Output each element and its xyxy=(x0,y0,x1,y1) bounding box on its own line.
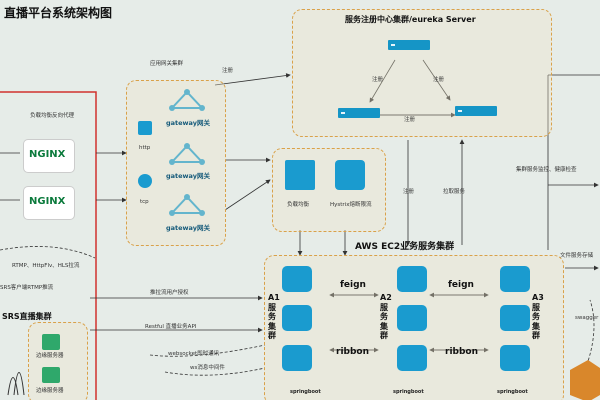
swagger-hex-icon xyxy=(570,360,600,400)
eureka-title: 服务注册中心集群/eureka Server xyxy=(345,15,476,24)
hystrix-icon xyxy=(335,160,365,190)
eureka-server-left-icon xyxy=(338,108,380,118)
feign-label-1: feign xyxy=(340,280,366,290)
eureka-server-right-icon xyxy=(455,106,497,116)
gateway-register-label: 注册 xyxy=(222,68,234,74)
link-pull: 拉取服务 xyxy=(443,189,466,195)
link-websocket: websocket即时通讯 xyxy=(168,351,220,357)
srs-title: SRS直播集群 xyxy=(2,312,52,321)
a3-cloud-icon-3 xyxy=(500,345,530,371)
tcp-gear-icon xyxy=(138,174,152,188)
nginx-bottom-logo: NGINX xyxy=(24,187,74,219)
springboot-label-3: springboot xyxy=(497,389,528,395)
aws-title: AWS EC2业务服务集群 xyxy=(355,242,455,252)
link-push: SRS客户端RTMP推流 xyxy=(0,285,54,291)
link-restful: Restful 直播业务API xyxy=(145,324,197,330)
tcp-label: tcp xyxy=(140,199,149,205)
a2-label: A2服务集群 xyxy=(380,293,392,341)
lb-small-label: 负载均衡 xyxy=(287,202,310,208)
springboot-label-2: springboot xyxy=(393,389,424,395)
a2-cloud-icon-1 xyxy=(397,266,427,292)
link-file-storage: 文件服务存储 xyxy=(560,253,594,259)
eureka-register-right: 注册 xyxy=(433,77,445,83)
a1-cloud-icon-1 xyxy=(282,266,312,292)
eureka-cluster-box xyxy=(292,9,552,137)
eureka-register-left: 注册 xyxy=(372,77,384,83)
feign-label-2: feign xyxy=(448,280,474,290)
a3-cloud-icon-1 xyxy=(500,266,530,292)
http-label: http xyxy=(139,145,151,151)
a2-cloud-icon-2 xyxy=(397,305,427,331)
gateway-cluster-label: 应用网关集群 xyxy=(150,61,184,67)
link-register: 注册 xyxy=(403,189,415,195)
edge-server-icon-1 xyxy=(42,334,60,350)
gateway-name-2: gateway网关 xyxy=(166,172,210,180)
page-title: 直播平台系统架构图 xyxy=(4,6,113,20)
link-swagger: swagger xyxy=(575,315,599,321)
a1-cloud-icon-2 xyxy=(282,305,312,331)
a3-cloud-icon-2 xyxy=(500,305,530,331)
a3-label: A3服务集群 xyxy=(532,293,544,341)
gateway-cluster-box xyxy=(126,80,226,246)
eureka-register-bottom: 注册 xyxy=(404,117,416,123)
link-cluster-monitor: 集群服务监控、健康检查 xyxy=(516,167,577,173)
link-auth: 推拉流用户授权 xyxy=(150,290,189,296)
nginx-top-logo: NGINX xyxy=(24,140,74,172)
edge-server-icon-2 xyxy=(42,367,60,383)
springboot-label-1: springboot xyxy=(290,389,321,395)
a1-label: A1服务集群 xyxy=(268,293,280,341)
http-gear-icon xyxy=(138,121,152,135)
red-frame xyxy=(0,91,97,400)
a2-cloud-icon-3 xyxy=(397,345,427,371)
hystrix-label: Hystrix熔断限流 xyxy=(330,202,372,208)
gateway-name-3: gateway网关 xyxy=(166,224,210,232)
a1-cloud-icon-3 xyxy=(282,345,312,371)
link-mq: ws消息中间件 xyxy=(190,365,225,371)
edge-server-label-2: 边缘服务器 xyxy=(36,388,64,394)
lb-share-icon xyxy=(285,160,315,190)
lb-label: 负载均衡反向代理 xyxy=(30,113,75,119)
link-rtmp: RTMP、HttpFlv、HLS拉流 xyxy=(12,263,80,269)
edge-server-label-1: 边缘服务器 xyxy=(36,353,64,359)
eureka-server-top-icon xyxy=(388,40,430,50)
ribbon-label-2: ribbon xyxy=(445,347,478,357)
ribbon-label-1: ribbon xyxy=(336,347,369,357)
gateway-name-1: gateway网关 xyxy=(166,119,210,127)
